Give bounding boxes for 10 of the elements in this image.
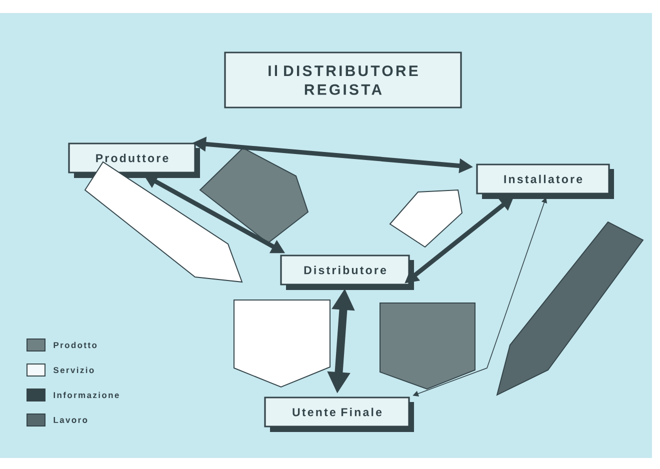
actor-box: Utente Finale — [264, 396, 414, 432]
legend-label: Informazione — [54, 392, 119, 398]
actor-box: Distributore — [280, 254, 414, 290]
legend-label: Lavoro — [54, 417, 88, 423]
legend-label: Servizio — [53, 366, 94, 374]
title-box: Il DISTRIBUTORE REGISTA — [224, 52, 462, 108]
actor-box: Installatore — [476, 164, 614, 199]
product-shape — [380, 302, 476, 390]
legend-label: Prodotto — [54, 342, 97, 348]
actor-box: Produttore — [68, 142, 200, 178]
